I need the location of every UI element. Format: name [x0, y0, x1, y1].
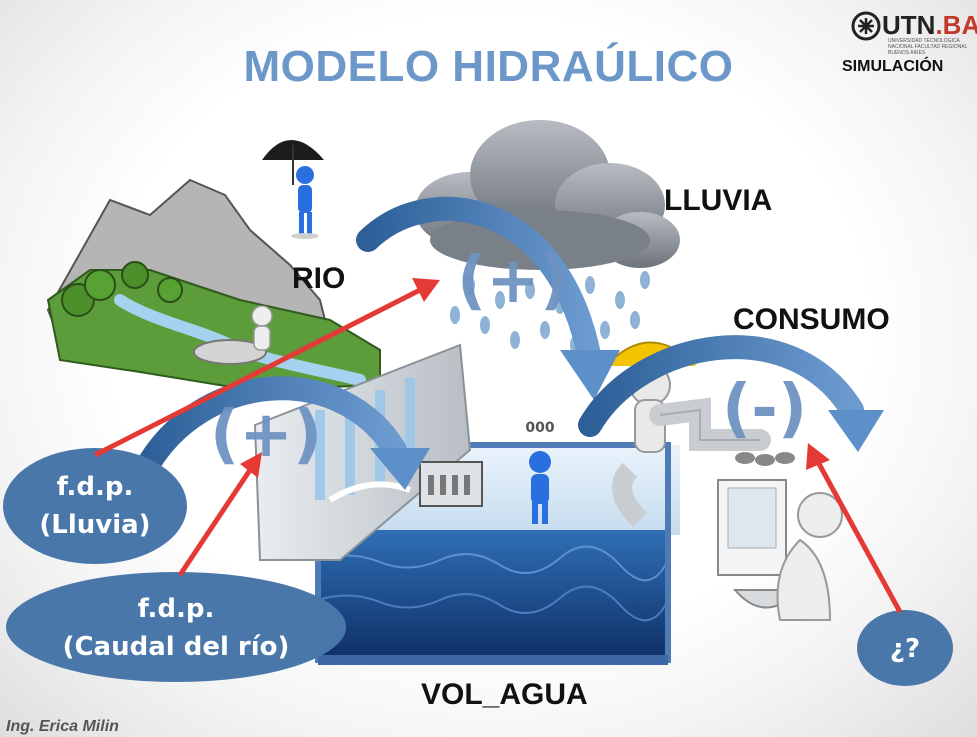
oval-fdp-lluvia — [3, 448, 187, 564]
logo-subtitle: UNIVERSIDAD TECNOLÓGICA NACIONAL FACULTA… — [888, 38, 968, 56]
oval-unknown — [857, 610, 953, 686]
sign-lluvia-effect: (+) — [457, 244, 570, 318]
svg-text:000: 000 — [525, 420, 554, 436]
figure-in-water-icon: 000 — [525, 420, 555, 524]
logo-wordmark: UTN.BA — [882, 10, 977, 40]
oval-fdp-lluvia-text: f.d.p. (Lluvia) — [10, 468, 180, 544]
oval-fdp-rio-text: f.d.p. (Caudal del río) — [16, 590, 336, 666]
flow-arrow-consumo — [578, 335, 884, 452]
logo-tag: SIMULACIÓN — [842, 58, 944, 75]
node-label-rio: RIO — [292, 262, 346, 295]
flow-arrow-rio — [133, 376, 430, 490]
oval-fdp-rio — [6, 572, 346, 682]
arrow-unknown — [815, 460, 903, 614]
rain-cloud-icon — [415, 120, 680, 354]
slide-title: MODELO HIDRAÚLICO — [243, 42, 734, 91]
fdp-lluvia-line2: (Lluvia) — [39, 510, 151, 540]
node-label-consumo: CONSUMO — [733, 303, 890, 336]
author-credit: Ing. Erica Milin — [6, 718, 119, 735]
oval-unknown-text: ¿? — [889, 634, 921, 664]
fdp-rio-line2: (Caudal del río) — [62, 632, 290, 662]
sink-washing-illustration — [717, 479, 843, 621]
fdp-lluvia-line1: f.d.p. — [56, 472, 134, 502]
node-label-vol-agua: VOL_AGUA — [421, 678, 588, 711]
sign-rio-effect: (+) — [210, 398, 323, 472]
sign-consumo-effect: (-) — [722, 372, 808, 446]
umbrella-person-icon — [262, 140, 324, 239]
flow-arrow-lluvia — [356, 196, 620, 400]
dam-illustration — [253, 343, 483, 561]
mountain-river-scene — [46, 178, 381, 392]
node-label-lluvia: LLUVIA — [664, 184, 773, 217]
arrow-fdp-rio — [177, 468, 253, 577]
fdp-rio-line1: f.d.p. — [137, 594, 215, 624]
arrow-fdp-lluvia — [93, 287, 422, 458]
